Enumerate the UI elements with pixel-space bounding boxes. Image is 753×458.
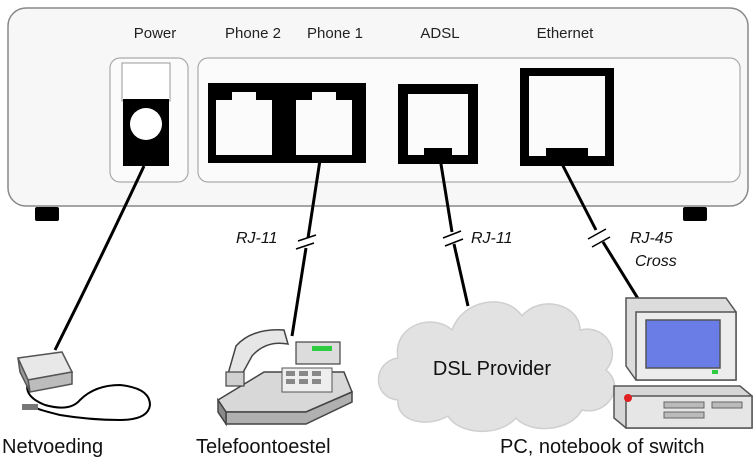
- power-jack: [121, 62, 171, 166]
- ethernet-port: [520, 68, 614, 166]
- cable-label-adsl: RJ-11: [471, 230, 513, 247]
- port-label-adsl: ADSL: [420, 25, 459, 42]
- caption-computer: PC, notebook of switch: [500, 436, 705, 458]
- cable-label-ethernet-cross: Cross: [635, 253, 677, 270]
- telephone-icon: [216, 329, 353, 427]
- port-label-phone1: Phone 1: [307, 25, 363, 42]
- router-chassis: [7, 7, 749, 221]
- power-cable: [53, 165, 146, 351]
- caption-power-supply: Netvoeding: [2, 436, 103, 458]
- port-label-ethernet: Ethernet: [537, 25, 595, 42]
- port-label-power: Power: [134, 25, 177, 42]
- power-adapter-icon: [16, 351, 152, 422]
- computer-icon: [613, 297, 753, 429]
- cable-label-ethernet-type: RJ-45: [630, 230, 673, 247]
- phone2-port: [208, 83, 282, 163]
- cloud-icon: [377, 301, 616, 432]
- phone1-port: [282, 83, 366, 163]
- phone-cable: [290, 159, 322, 337]
- port-label-phone2: Phone 2: [225, 25, 281, 42]
- adsl-port: [398, 84, 478, 164]
- cloud-label: DSL Provider: [433, 358, 552, 380]
- caption-telephone: Telefoontoestel: [196, 436, 331, 458]
- cable-label-phone: RJ-11: [236, 230, 278, 247]
- adsl-cable: [438, 157, 470, 307]
